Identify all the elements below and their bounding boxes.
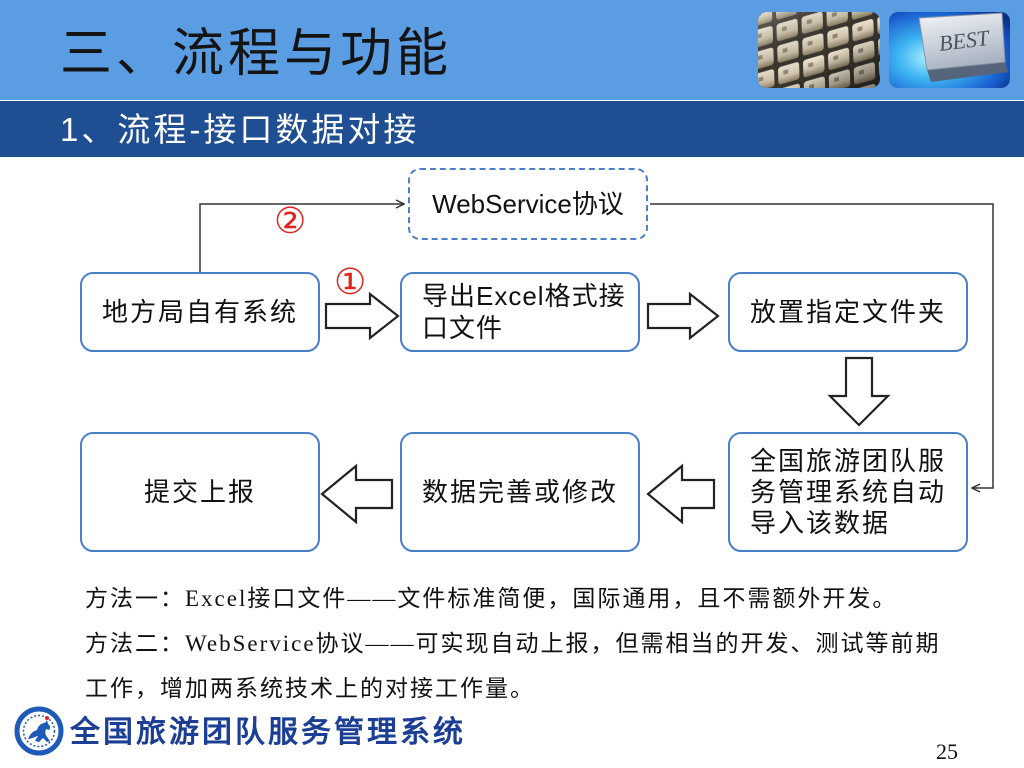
node-local-system-label: 地方局自有系统	[101, 296, 298, 327]
keyboard-image	[758, 12, 880, 88]
arrow-folder-to-auto-import	[827, 356, 891, 427]
node-submit-report-label: 提交上报	[143, 476, 256, 507]
connector-local-system-to-webservice	[199, 204, 404, 272]
keyboard-lighting	[758, 12, 880, 88]
keyboard-photo	[758, 12, 880, 88]
node-place-in-folder: 放置指定文件夹	[728, 272, 968, 352]
logo-accent-dot	[45, 716, 49, 720]
connector-webservice-to-auto-import	[650, 203, 994, 488]
node-export-excel-file-label: 导出Excel格式接 口文件	[422, 280, 626, 344]
slide-title: 三、流程与功能	[60, 24, 453, 84]
node-local-system: 地方局自有系统	[80, 272, 320, 352]
node-export-excel-file-line: 导出Excel格式接	[422, 281, 626, 311]
node-submit-report: 提交上报	[80, 432, 320, 552]
slide-subtitle: 1、流程-接口数据对接	[60, 111, 420, 148]
subtitle-band: 1、流程-接口数据对接	[0, 101, 1024, 157]
logo-horse-icon	[28, 720, 51, 742]
node-webservice-protocol: WebService协议	[408, 168, 648, 240]
brand-logo-emblem	[14, 706, 64, 756]
node-auto-import-label: 全国旅游团队服 务管理系统自动 导入该数据	[750, 446, 946, 539]
arrow-local-system-to-export	[324, 291, 400, 341]
logo-inner-ring	[22, 714, 56, 748]
method-note-line: 工作，增加两系统技术上的对接工作量。	[85, 676, 535, 701]
page-number: 25	[936, 739, 958, 764]
arrow-refine-to-submit	[320, 463, 394, 525]
best-key-side	[927, 62, 1008, 82]
node-refine-or-modify: 数据完善或修改	[400, 432, 640, 552]
node-auto-import-line: 务管理系统自动	[750, 476, 947, 507]
step-marker-2: ②	[274, 201, 307, 242]
node-export-excel-file: 导出Excel格式接 口文件	[400, 272, 640, 352]
best-key-top	[918, 12, 1006, 71]
step-marker-1: ①	[334, 262, 367, 303]
node-place-in-folder-label: 放置指定文件夹	[749, 296, 946, 327]
node-auto-import-line: 全国旅游团队服	[750, 445, 947, 476]
best-key-photo: BEST	[889, 12, 1010, 88]
arrow-auto-import-to-refine	[646, 463, 716, 525]
method-note-line: 方法一：Excel接口文件——文件标准简便，国际通用，且不需额外开发。	[85, 586, 898, 611]
footer-brand-name: 全国旅游团队服务管理系统	[70, 716, 466, 749]
node-auto-import-line: 导入该数据	[750, 507, 891, 538]
node-refine-or-modify-label: 数据完善或修改	[421, 476, 618, 507]
node-export-excel-file-line: 口文件	[422, 313, 504, 343]
node-webservice-protocol-label: WebService协议	[432, 188, 624, 219]
node-auto-import: 全国旅游团队服 务管理系统自动 导入该数据	[728, 432, 968, 552]
arrow-export-to-folder	[646, 291, 720, 341]
method-note-line: 方法二：WebService协议——可实现自动上报，但需相当的开发、测试等前期	[85, 631, 941, 656]
method-notes: 方法一：Excel接口文件——文件标准简便，国际通用，且不需额外开发。 方法二：…	[85, 576, 941, 711]
header-band: 三、流程与功能	[0, 0, 1024, 100]
best-key-image: BEST	[889, 12, 1010, 88]
